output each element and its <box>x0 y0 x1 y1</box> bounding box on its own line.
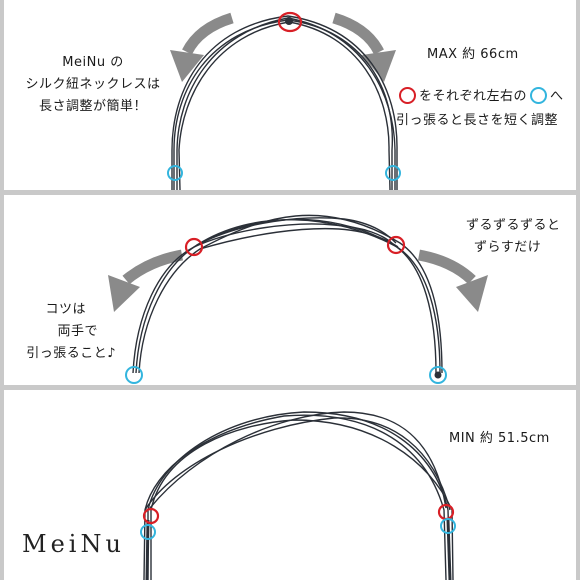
tip-text: コツは 両手で 引っ張ること♪ <box>12 299 116 365</box>
slide-line: ずらすだけ <box>474 240 542 255</box>
blue-ring-left <box>125 366 143 384</box>
clasp-bead <box>285 17 293 25</box>
intro-line: MeiNu の <box>62 55 124 70</box>
slide-line: ずるずるずると <box>466 218 561 233</box>
tip-line: 引っ張ること♪ <box>26 346 116 361</box>
intro-text: MeiNu の シルク紐ネックレスは 長さ調整が簡単！ <box>18 52 168 118</box>
meinu-logo: MeiNu <box>22 530 125 558</box>
blue-ring-right <box>429 366 447 384</box>
rope-strands <box>132 214 443 374</box>
tip-line: コツは <box>45 302 86 317</box>
right-arrow-head <box>362 50 396 82</box>
blue-ring-right <box>385 165 401 181</box>
red-ring-left <box>184 237 204 257</box>
right-arrow-icon <box>332 12 384 55</box>
red-ring-icon <box>399 87 416 104</box>
rope-strands <box>171 15 398 190</box>
braided-ends <box>145 519 452 580</box>
blue-ring-left <box>140 524 156 540</box>
necklace-min-illustration <box>140 411 456 580</box>
panel-min-length: MIN 約 51.5cm MeiNu <box>4 390 576 580</box>
necklace-adjust-illustration <box>108 214 488 384</box>
left-arrow-icon <box>182 12 234 55</box>
instruction-text-a: をそれぞれ左右の <box>419 89 528 104</box>
panel-adjusting: ずるずるずると ずらすだけ コツは 両手で 引っ張ること♪ <box>4 195 576 385</box>
right-arrow-head <box>456 275 488 312</box>
red-ring-right <box>386 235 406 255</box>
blue-ring-right <box>440 518 456 534</box>
left-arrow-head <box>170 50 204 82</box>
blue-ring-left <box>167 165 183 181</box>
instruction-line-2: 引っ張ると長さを短く調整 <box>396 113 559 128</box>
left-arrow-head <box>108 275 140 312</box>
max-length-label: MAX 約 66cm <box>427 47 519 62</box>
blue-ring-icon <box>530 87 548 104</box>
clasp-bead <box>434 371 442 379</box>
red-ring-top <box>277 11 303 33</box>
right-arrow-icon <box>417 249 476 285</box>
panel-max-length: MeiNu の シルク紐ネックレスは 長さ調整が簡単！ MAX 約 66cm を… <box>4 0 576 190</box>
necklace-max-illustration <box>167 11 401 190</box>
min-length-label: MIN 約 51.5cm <box>449 431 550 446</box>
red-ring-left <box>142 507 160 525</box>
intro-line: シルク紐ネックレスは <box>25 77 161 92</box>
tip-line: 両手で <box>57 324 98 339</box>
instruction-line-1: をそれぞれ左右の へ <box>396 86 564 108</box>
left-arrow-icon <box>122 249 184 285</box>
rope-strands <box>143 411 454 580</box>
intro-line: 長さ調整が簡単！ <box>38 99 147 114</box>
instruction-text-b: へ <box>550 89 564 104</box>
slide-text: ずるずるずると ずらすだけ <box>466 215 571 259</box>
